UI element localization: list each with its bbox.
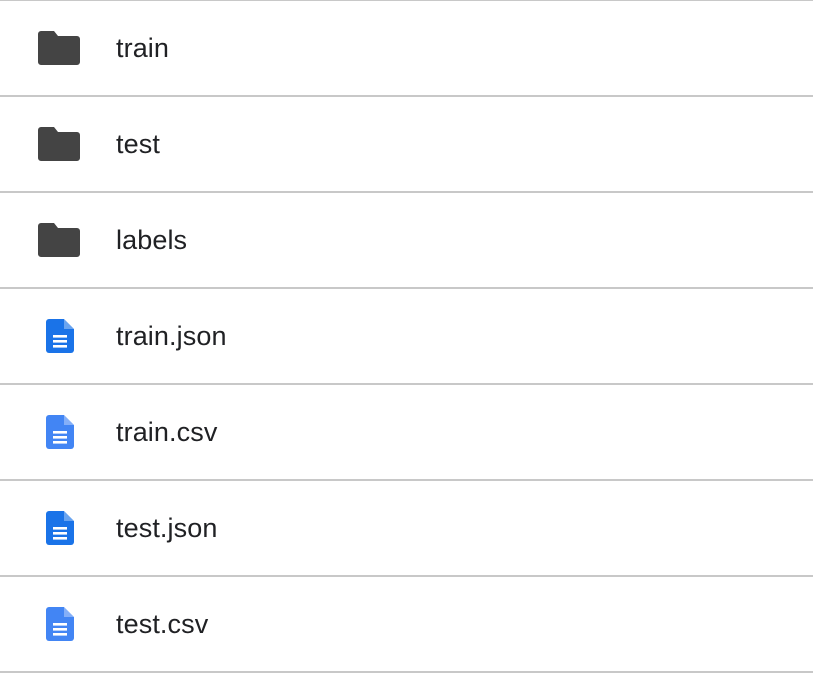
file-row-train-csv[interactable]: train.csv xyxy=(0,385,813,481)
folder-icon xyxy=(38,31,80,65)
document-icon xyxy=(46,511,74,545)
document-icon xyxy=(46,319,74,353)
file-row-test-json[interactable]: test.json xyxy=(0,481,813,577)
document-icon xyxy=(46,607,74,641)
file-row-test-csv[interactable]: test.csv xyxy=(0,577,813,673)
file-name: train.csv xyxy=(116,416,218,447)
folder-icon xyxy=(38,223,80,257)
file-row-labels[interactable]: labels xyxy=(0,193,813,289)
folder-icon xyxy=(38,127,80,161)
file-name: test.json xyxy=(116,512,218,543)
file-row-train[interactable]: train xyxy=(0,1,813,97)
file-name: train xyxy=(116,32,170,63)
document-icon xyxy=(46,415,74,449)
file-name: labels xyxy=(116,224,188,255)
file-row-train-json[interactable]: train.json xyxy=(0,289,813,385)
file-name: test xyxy=(116,128,160,159)
file-name: train.json xyxy=(116,320,227,351)
file-row-test[interactable]: test xyxy=(0,97,813,193)
file-name: test.csv xyxy=(116,608,209,639)
